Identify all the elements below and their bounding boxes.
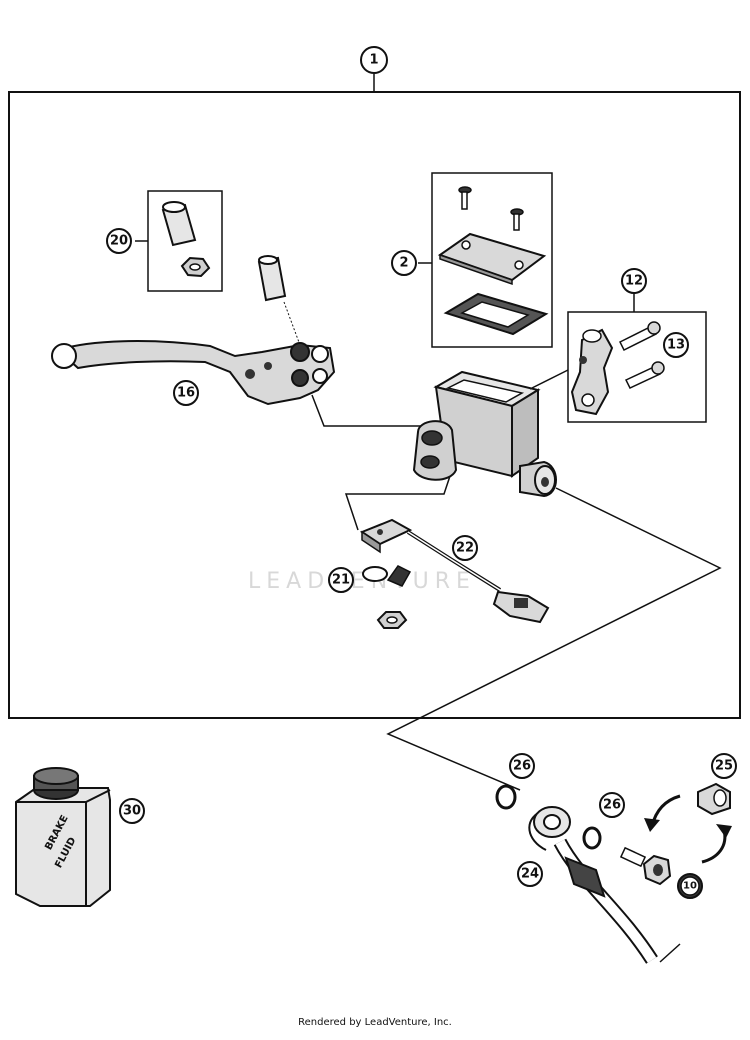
switch-leader bbox=[344, 475, 451, 531]
bleeder-screw-icon bbox=[697, 782, 731, 816]
banjo-bolt-icon bbox=[619, 846, 672, 886]
brake-lever-icon bbox=[51, 340, 336, 406]
callout-26-right[interactable]: 26 bbox=[599, 792, 625, 818]
footer-credit: Rendered by LeadVenture, Inc. bbox=[298, 1017, 452, 1028]
svg-text:1: 1 bbox=[369, 53, 378, 68]
svg-text:24: 24 bbox=[521, 867, 539, 882]
hose-leader bbox=[386, 487, 722, 791]
callout-25[interactable]: 25 bbox=[711, 753, 737, 779]
sealing-ring-icon bbox=[582, 826, 602, 850]
svg-text:20: 20 bbox=[110, 234, 128, 249]
part-21-group bbox=[362, 565, 412, 629]
screw-icon bbox=[458, 186, 472, 210]
callout-2[interactable]: 2 bbox=[391, 250, 417, 276]
callout-24[interactable]: 24 bbox=[517, 861, 543, 887]
hex-nut-icon bbox=[180, 256, 211, 278]
svg-text:21: 21 bbox=[332, 573, 350, 588]
bushing-leader bbox=[283, 301, 301, 346]
brake-fluid-can-icon: BRAKE FLUID bbox=[15, 767, 111, 907]
svg-text:13: 13 bbox=[667, 338, 685, 353]
assembly-frame bbox=[8, 91, 741, 719]
svg-text:26: 26 bbox=[603, 798, 621, 813]
svg-text:2: 2 bbox=[399, 256, 408, 271]
part-20-group[interactable] bbox=[135, 190, 223, 292]
callout-30[interactable]: 30 bbox=[119, 798, 145, 824]
svg-text:12: 12 bbox=[625, 274, 643, 289]
brake-hose-icon bbox=[528, 806, 681, 964]
svg-text:30: 30 bbox=[123, 804, 141, 819]
svg-text:16: 16 bbox=[177, 386, 195, 401]
svg-text:25: 25 bbox=[715, 759, 733, 774]
callout-10[interactable]: 10 bbox=[680, 876, 700, 896]
callout-21[interactable]: 21 bbox=[328, 567, 354, 593]
callout-20[interactable]: 20 bbox=[106, 228, 132, 254]
svg-text:10: 10 bbox=[683, 881, 697, 892]
callout-22[interactable]: 22 bbox=[452, 535, 478, 561]
bolt-icon bbox=[624, 361, 665, 389]
brake-switch-icon bbox=[359, 518, 550, 624]
callout-13[interactable]: 13 bbox=[663, 332, 689, 358]
callout-12[interactable]: 12 bbox=[621, 268, 647, 294]
bushing-icon bbox=[161, 201, 197, 247]
bolt-icon bbox=[618, 321, 661, 352]
diaphragm-icon bbox=[443, 292, 549, 336]
callout-16[interactable]: 16 bbox=[173, 380, 199, 406]
sealing-ring-icon bbox=[495, 784, 517, 810]
svg-text:26: 26 bbox=[513, 759, 531, 774]
master-cylinder-icon bbox=[412, 370, 557, 498]
part-12-group[interactable] bbox=[529, 294, 707, 423]
screw-icon bbox=[510, 208, 524, 231]
clamp-icon bbox=[570, 328, 614, 416]
lever-bushing-icon bbox=[257, 255, 287, 302]
callout-26-left[interactable]: 26 bbox=[509, 753, 535, 779]
part-2-group[interactable] bbox=[418, 172, 553, 348]
reservoir-cover-icon bbox=[437, 232, 547, 286]
callout-1[interactable]: 1 bbox=[360, 46, 388, 74]
watermark: LEADVENTURE bbox=[248, 569, 476, 594]
svg-text:22: 22 bbox=[456, 541, 474, 556]
lever-leader bbox=[311, 394, 424, 427]
rotation-arrow-icon bbox=[644, 794, 732, 864]
